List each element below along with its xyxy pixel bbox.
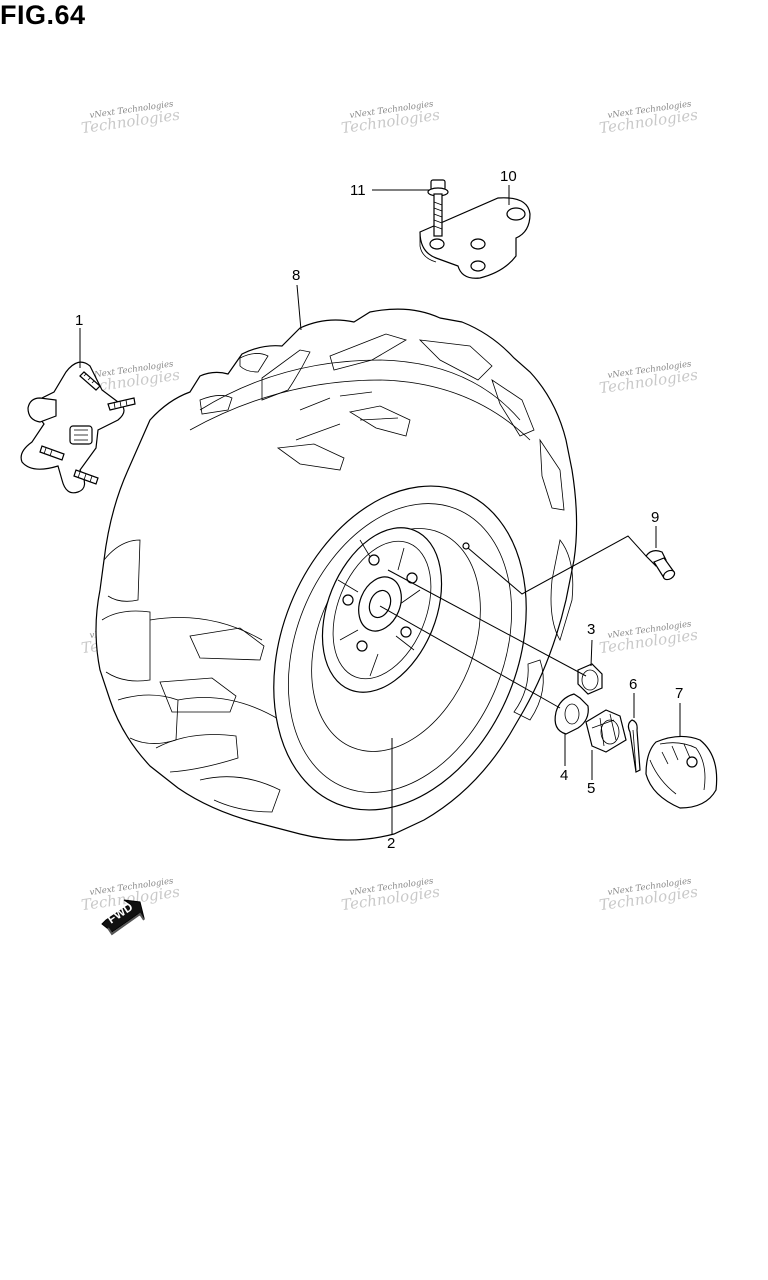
callout-4: 4 (560, 767, 568, 784)
watermark: Technologies vNext Technologies (598, 619, 699, 657)
watermark: Technologies vNext Technologies (340, 99, 441, 137)
bracket-plate[interactable] (419, 197, 531, 279)
callout-1: 1 (75, 312, 83, 329)
callout-2: 2 (387, 835, 395, 852)
hub-stud (39, 445, 65, 461)
callout-9: 9 (651, 509, 659, 526)
callout-6: 6 (629, 676, 637, 693)
watermark: Technologies vNext Technologies (80, 99, 181, 137)
callout-10: 10 (500, 168, 517, 185)
watermark: Technologies vNext Technologies (598, 99, 699, 137)
figure-title: FIG.64 (0, 0, 86, 30)
lock-washer[interactable] (554, 693, 589, 735)
callout-5: 5 (587, 780, 595, 797)
callout-7: 7 (675, 685, 683, 702)
hub-cap[interactable] (645, 735, 718, 809)
lug-nut[interactable] (577, 663, 603, 695)
callout-11: 11 (350, 182, 366, 199)
castle-nut[interactable] (585, 709, 627, 753)
cotter-pin[interactable] (627, 719, 641, 773)
watermark: Technologies vNext Technologies (598, 359, 699, 397)
wheel-hub[interactable] (20, 361, 136, 494)
hub-stud (107, 397, 136, 411)
watermark: Technologies vNext Technologies (598, 876, 699, 914)
valve-stem[interactable] (645, 550, 676, 582)
hub-stud (73, 469, 99, 485)
callout-8: 8 (292, 267, 300, 284)
wheel-rim[interactable] (228, 448, 573, 848)
flange-bolt[interactable] (427, 179, 449, 237)
callout-labels: 1 2 3 4 5 6 7 8 9 10 11 (75, 168, 683, 852)
watermark: Technologies vNext Technologies (340, 876, 441, 914)
callout-3: 3 (587, 621, 595, 638)
hub-stud (79, 371, 101, 391)
leader-lines (79, 185, 681, 835)
